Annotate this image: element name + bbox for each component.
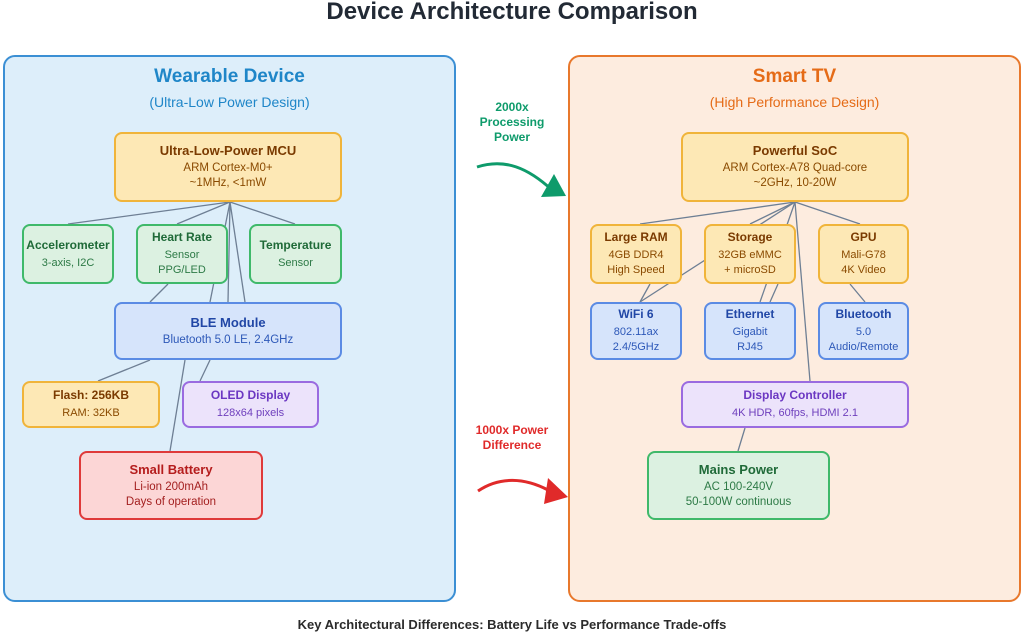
heart-rate-line-1: Sensor [164,249,200,261]
soc-title: Powerful SoC [752,143,838,158]
processing-comparison-label: 2000x Processing Power [462,100,562,145]
wifi-title: WiFi 6 [618,307,654,321]
power-title: Mains Power [698,461,779,477]
mcu-box: Ultra-Low-Power MCU ARM Cortex-M0+ ~1MHz… [114,132,342,202]
power-line-1: AC 100-240V [703,480,774,493]
accelerometer-line-1: 3-axis, I2C [41,256,95,269]
processing-label-line-2: Processing [479,115,545,129]
small-battery-box: Small Battery Li-ion 200mAh Days of oper… [79,451,263,520]
smart-tv-panel-title: Smart TV [752,66,837,87]
page-title: Device Architecture Comparison [326,0,698,25]
oled-title: OLED Display [210,388,291,402]
processing-label-line-3: Power [493,130,530,144]
flash-box: Flash: 256KB RAM: 32KB [22,381,160,428]
bluetooth-line-2: Audio/Remote [828,341,899,353]
ethernet-line-1: Gigabit [732,326,768,338]
battery-line-2: Days of operation [125,495,217,508]
wifi-line-1: 802.11ax [613,326,659,338]
wifi-box: WiFi 6 802.11ax 2.4/5GHz [590,302,682,360]
storage-title: Storage [727,230,773,244]
processing-arrow-shaft [476,162,554,192]
footer-caption: Key Architectural Differences: Battery L… [297,617,727,632]
bluetooth-line-1: 5.0 [855,326,872,338]
large-ram-box: Large RAM 4GB DDR4 High Speed [590,224,682,284]
soc-line-1: ARM Cortex-A78 Quad-core [722,162,868,174]
storage-box: Storage 32GB eMMC + microSD [704,224,796,284]
processing-label-line-1: 2000x [495,100,529,114]
gpu-line-2: 4K Video [841,264,886,276]
mcu-title: Ultra-Low-Power MCU [159,143,297,158]
ethernet-line-2: RJ45 [737,341,763,353]
display-controller-box: Display Controller 4K HDR, 60fps, HDMI 2… [681,381,909,428]
mains-power-box: Mains Power AC 100-240V 50-100W continuo… [647,451,830,520]
flash-line-1: RAM: 32KB [62,407,120,419]
temperature-box: Temperature Sensor [249,224,342,284]
power-arrow-shaft [477,478,549,493]
storage-line-1: 32GB eMMC [718,249,782,261]
processing-arrow-head [541,174,566,197]
soc-box: Powerful SoC ARM Cortex-A78 Quad-core ~2… [681,132,909,202]
storage-line-2: + microSD [724,264,776,276]
power-label-line-2: Difference [482,438,542,452]
gpu-title: GPU [850,230,877,244]
smart-tv-panel-subtitle: (High Performance Design) [709,94,880,110]
ble-module-box: BLE Module Bluetooth 5.0 LE, 2.4GHz [114,302,342,360]
bluetooth-title: Bluetooth [835,307,892,321]
display-line-1: 4K HDR, 60fps, HDMI 2.1 [732,407,858,419]
power-line-2: 50-100W continuous [685,495,792,508]
ble-line-1: Bluetooth 5.0 LE, 2.4GHz [162,333,294,346]
soc-line-2: ~2GHz, 10-20W [753,177,837,189]
temperature-title: Temperature [259,237,332,252]
wearable-panel-title: Wearable Device [154,66,305,87]
heart-rate-box: Heart Rate Sensor PPG/LED [136,224,228,284]
oled-line-1: 128x64 pixels [216,407,285,419]
heart-rate-line-2: PPG/LED [158,264,206,276]
mcu-line-1: ARM Cortex-M0+ [183,162,273,174]
ram-line-2: High Speed [607,264,665,276]
heart-rate-title: Heart Rate [151,230,213,244]
power-comparison-label: 1000x Power Difference [462,423,562,453]
flash-title: Flash: 256KB [52,388,130,402]
ram-line-1: 4GB DDR4 [608,249,664,261]
ram-title: Large RAM [604,230,668,244]
oled-display-box: OLED Display 128x64 pixels [182,381,319,428]
wifi-line-2: 2.4/5GHz [612,341,660,353]
gpu-box: GPU Mali-G78 4K Video [818,224,909,284]
battery-title: Small Battery [129,461,213,477]
battery-line-1: Li-ion 200mAh [133,480,209,493]
accelerometer-box: Accelerometer 3-axis, I2C [22,224,114,284]
power-arrow-head [544,478,568,504]
display-title: Display Controller [743,388,847,402]
gpu-line-1: Mali-G78 [841,249,886,261]
ble-title: BLE Module [190,314,266,330]
ethernet-title: Ethernet [725,307,775,321]
ethernet-box: Ethernet Gigabit RJ45 [704,302,796,360]
bluetooth-box: Bluetooth 5.0 Audio/Remote [818,302,909,360]
wearable-panel-subtitle: (Ultra-Low Power Design) [149,94,310,110]
power-label-line-1: 1000x Power [475,423,549,437]
temperature-line-1: Sensor [278,256,313,269]
mcu-line-2: ~1MHz, <1mW [189,177,267,189]
accelerometer-title: Accelerometer [26,237,110,252]
